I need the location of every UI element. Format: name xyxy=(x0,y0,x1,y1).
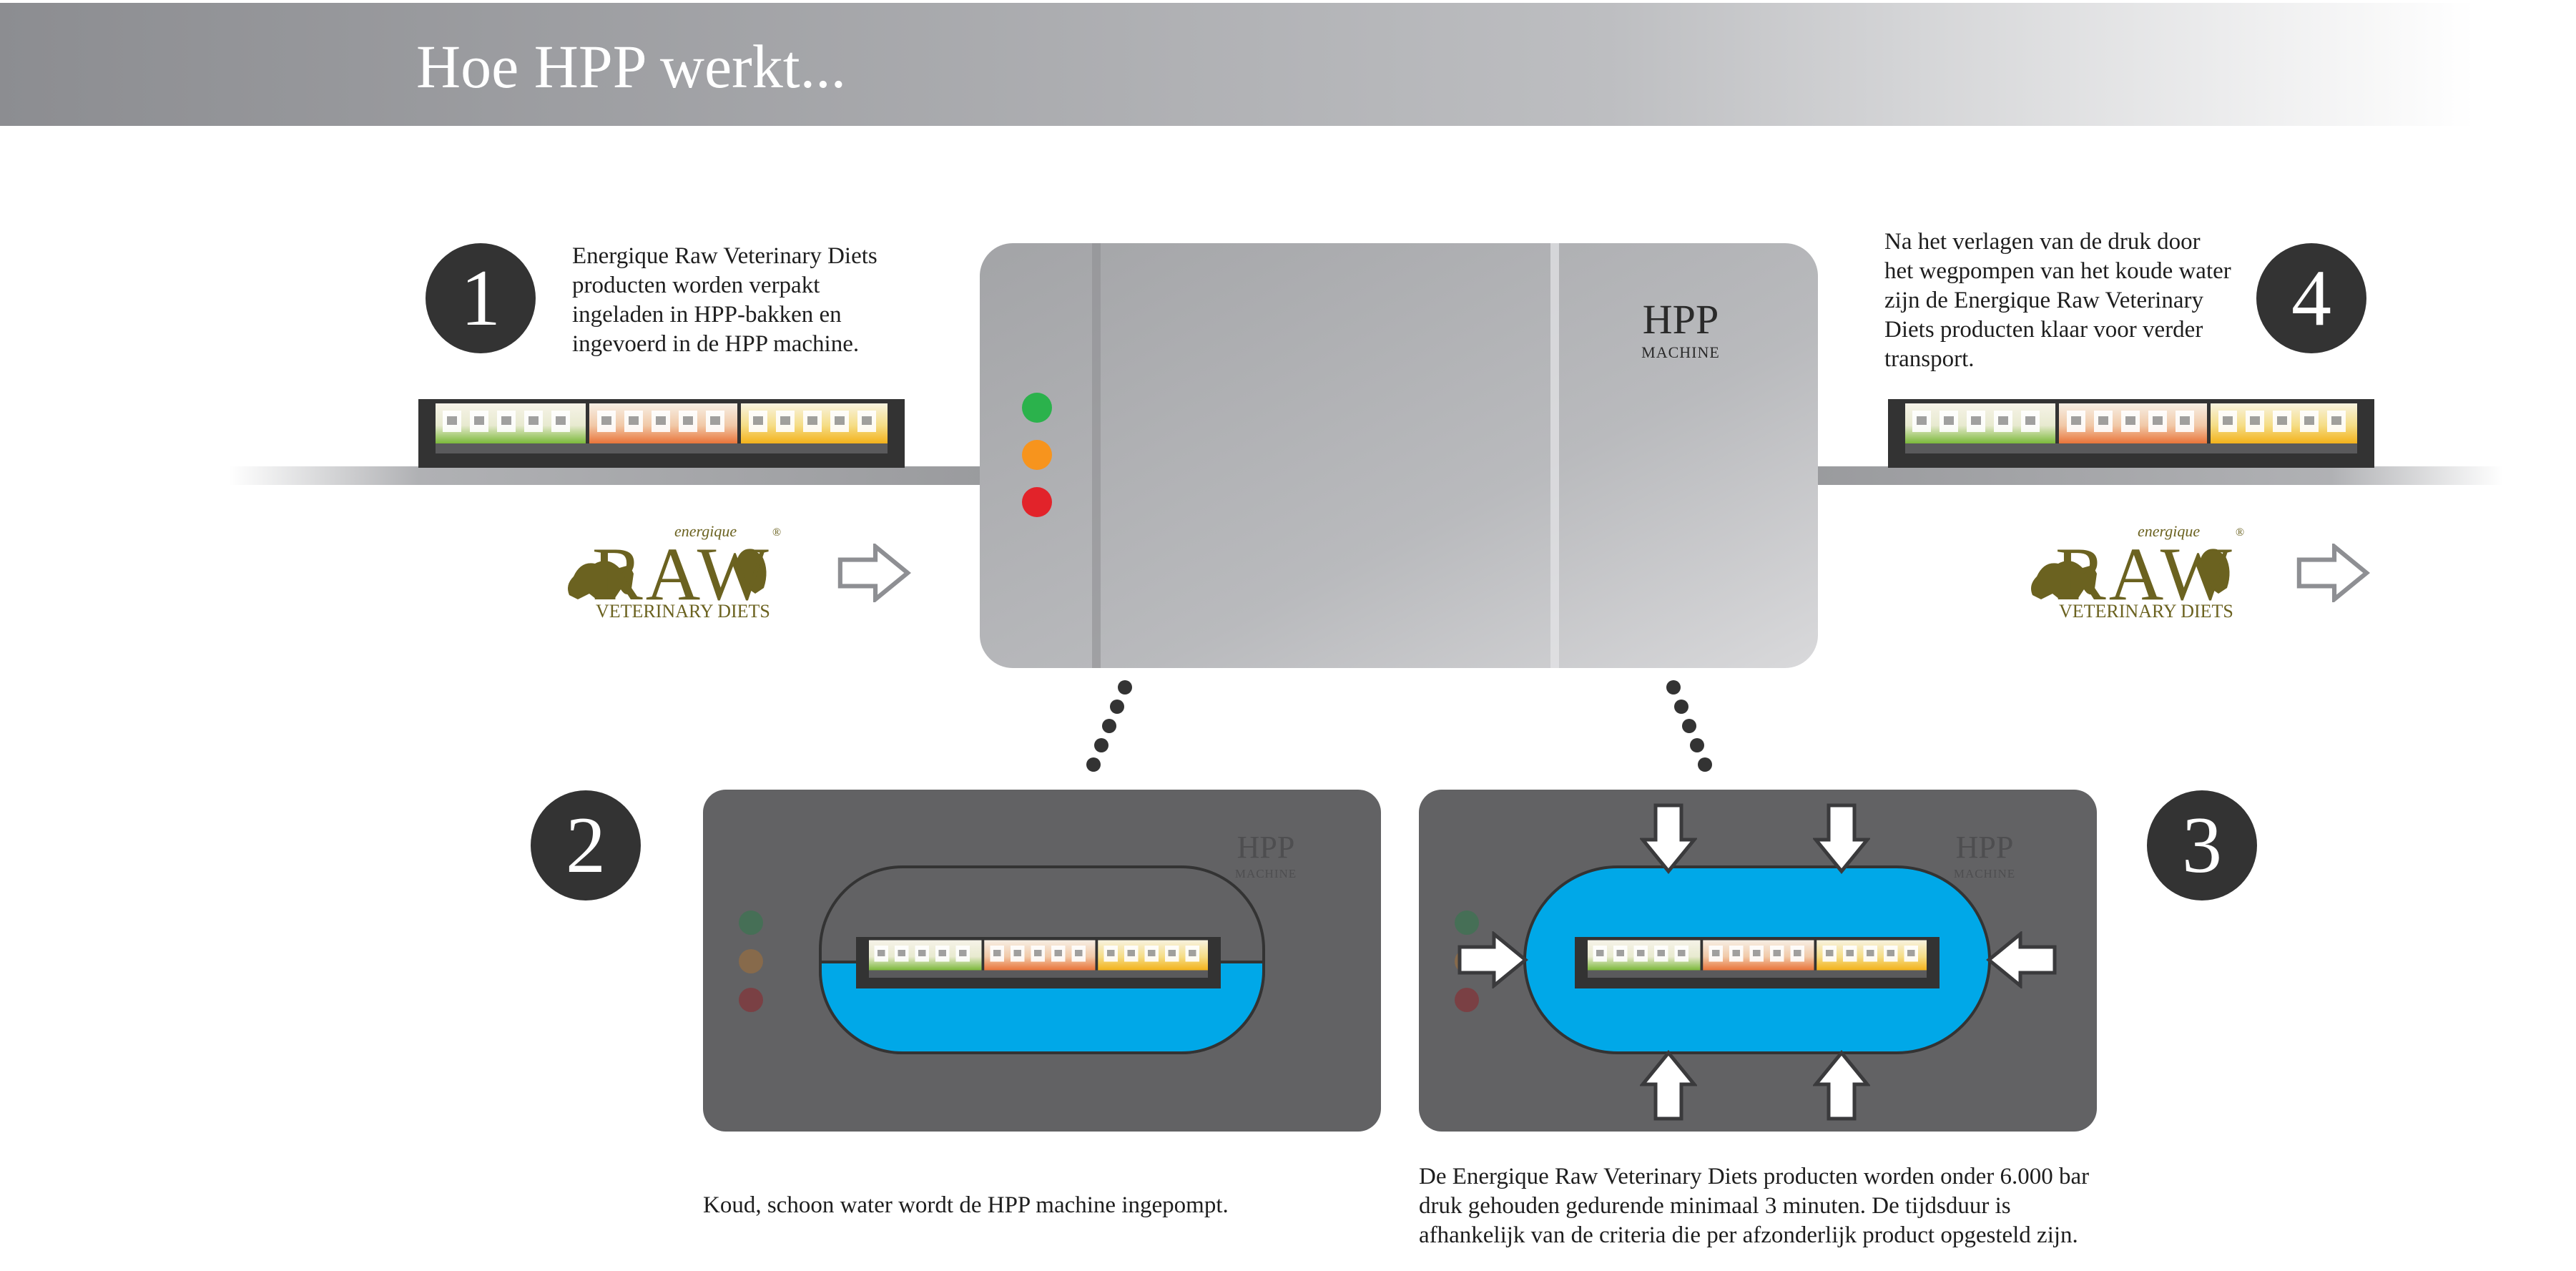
step-number-1: 1 xyxy=(426,243,536,353)
conveyor-left xyxy=(229,466,987,485)
cat-silhouette-icon xyxy=(2200,549,2230,594)
machine-label: HPP MACHINE xyxy=(1641,296,1720,361)
arrow-right-icon xyxy=(840,546,908,599)
brand-logo-left: energique RAW ® VETERINARY DIETS xyxy=(592,522,782,622)
led-red-icon xyxy=(1022,487,1052,517)
product-tray-input xyxy=(418,399,905,468)
led-green-icon xyxy=(1022,393,1052,423)
arrow-right-icon xyxy=(2299,546,2366,599)
step-3-text: De Energique Raw Veterinary Diets produc… xyxy=(1419,1164,2090,1248)
brand-logo-right: energique RAW ® VETERINARY DIETS xyxy=(2055,522,2245,622)
product-tray-output xyxy=(1888,399,2374,468)
product-tray-chamber xyxy=(1575,937,1940,988)
chamber-3-label: HPP MACHINE xyxy=(1953,830,2016,880)
chamber-step-3 xyxy=(1419,790,2097,1132)
hpp-machine xyxy=(980,243,1818,668)
chamber-2-label: HPP MACHINE xyxy=(1234,830,1297,880)
step-number-4: 4 xyxy=(2256,243,2366,353)
step-2-text: Koud, schoon water wordt de HPP machine … xyxy=(703,1192,1229,1218)
conveyor-right xyxy=(1817,466,2503,485)
connector-dots-left xyxy=(1086,680,1132,772)
led-orange-icon xyxy=(1022,440,1052,470)
step-4-text: Na het verlagen van de druk door het weg… xyxy=(1884,229,2231,372)
dog-silhouette-icon xyxy=(568,561,634,599)
title-banner xyxy=(0,3,2474,126)
product-tray-chamber xyxy=(856,937,1221,988)
step-number-2: 2 xyxy=(531,790,641,901)
connector-dots-right xyxy=(1666,680,1712,772)
chamber-step-2 xyxy=(703,790,1381,1132)
cat-silhouette-icon xyxy=(737,549,767,594)
step-1-text: Energique Raw Veterinary Diets producten… xyxy=(572,243,877,357)
page-title: Hoe HPP werkt... xyxy=(416,32,847,101)
dog-silhouette-icon xyxy=(2031,561,2097,599)
step-number-3: 3 xyxy=(2147,790,2257,901)
